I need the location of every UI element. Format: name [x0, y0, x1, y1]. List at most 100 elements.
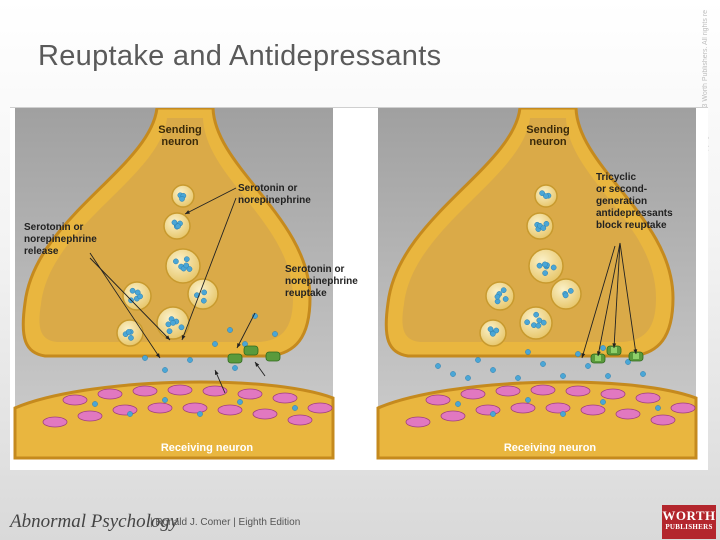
neurotransmitter-molecule [435, 363, 440, 368]
neurotransmitter-molecule [600, 345, 605, 350]
neurotransmitter-molecule [162, 397, 167, 402]
receptor-site [288, 415, 312, 425]
neurotransmitter-molecule [525, 349, 530, 354]
receptor-site [671, 403, 695, 413]
neurotransmitter-molecule [202, 290, 207, 295]
neurotransmitter-molecule [475, 357, 480, 362]
receptor-site [98, 389, 122, 399]
receptor-site [476, 405, 500, 415]
neurotransmitter-molecule [585, 363, 590, 368]
neurotransmitter-molecule [126, 329, 131, 334]
neurotransmitter-molecule [173, 259, 178, 264]
neurotransmitter-molecule [605, 373, 610, 378]
receptor-site [308, 403, 332, 413]
neurotransmitter-molecule [162, 367, 167, 372]
neurotransmitter-molecule [495, 294, 500, 299]
receptor-site [273, 393, 297, 403]
neurotransmitter-molecule [179, 196, 184, 201]
receptor-site [426, 395, 450, 405]
neurotransmitter-molecule [179, 325, 184, 330]
neurotransmitter-molecule [525, 397, 530, 402]
publisher-logo-top: WORTH [662, 509, 716, 522]
neurotransmitter-molecule [515, 375, 520, 380]
receptor-site [581, 405, 605, 415]
neurotransmitter-molecule [551, 265, 556, 270]
neurotransmitter-molecule [490, 411, 495, 416]
receiving-neuron-label: Receiving neuron [504, 442, 597, 454]
receptor-site [253, 409, 277, 419]
neurotransmitter-molecule [232, 365, 237, 370]
neurotransmitter-molecule [135, 290, 140, 295]
footer: Abnormal Psychology | Ronald J. Comer | … [0, 505, 720, 540]
neurotransmitter-molecule [542, 262, 547, 267]
receptor-site [441, 411, 465, 421]
receptor-site [531, 385, 555, 395]
neurotransmitter-molecule [560, 411, 565, 416]
receptor-site [218, 405, 242, 415]
neurotransmitter-molecule [212, 341, 217, 346]
receptor-site [461, 389, 485, 399]
neurotransmitter-molecule [540, 361, 545, 366]
receptor-site [43, 417, 67, 427]
publisher-logo-bottom: PUBLISHERS [662, 524, 716, 531]
receiving-neuron-label: Receiving neuron [161, 442, 254, 454]
neurotransmitter-molecule [187, 357, 192, 362]
neurotransmitter-molecule [541, 225, 546, 230]
neurotransmitter-molecule [543, 270, 548, 275]
neurotransmitter-molecule [543, 193, 548, 198]
neurotransmitter-molecule [130, 288, 135, 293]
neurotransmitter-molecule [525, 320, 530, 325]
neurotransmitter-molecule [455, 401, 460, 406]
neurotransmitter-molecule [536, 323, 541, 328]
neurotransmitter-molecule [201, 298, 206, 303]
neurotransmitter-molecule [534, 312, 539, 317]
receptor-site [78, 411, 102, 421]
neurotransmitter-molecule [227, 327, 232, 332]
receptor-site [566, 386, 590, 396]
neurotransmitter-molecule [92, 401, 97, 406]
neurotransmitter-molecule [495, 299, 500, 304]
receptor-site [148, 403, 172, 413]
neurotransmitter-molecule [488, 327, 493, 332]
neurotransmitter-molecule [575, 351, 580, 356]
neurotransmitter-molecule [184, 257, 189, 262]
neurotransmitter-molecule [600, 399, 605, 404]
reuptake-transporter [244, 346, 258, 355]
neurotransmitter-molecule [537, 263, 542, 268]
neurotransmitter-molecule [560, 373, 565, 378]
receptor-site [616, 409, 640, 419]
receptor-site [183, 403, 207, 413]
neurotransmitter-molecule [175, 224, 180, 229]
author-edition: | Ronald J. Comer | Eighth Edition [150, 517, 300, 528]
receptor-site [203, 386, 227, 396]
receptor-site [406, 417, 430, 427]
neurotransmitter-molecule [237, 399, 242, 404]
receptor-site [133, 386, 157, 396]
receptor-site [601, 389, 625, 399]
neurotransmitter-molecule [503, 296, 508, 301]
receptor-site [651, 415, 675, 425]
left-panel: SendingneuronSerotonin ornorepinephrineS… [15, 108, 358, 458]
neurotransmitter-molecule [537, 318, 542, 323]
neurotransmitter-molecule [568, 288, 573, 293]
neurotransmitter-molecule [127, 411, 132, 416]
neurotransmitter-molecule [490, 331, 495, 336]
receptor-site [511, 403, 535, 413]
receptor-site [168, 385, 192, 395]
neurotransmitter-molecule [655, 405, 660, 410]
neurotransmitter-molecule [490, 367, 495, 372]
neurotransmitter-molecule [167, 329, 172, 334]
neurotransmitter-molecule [640, 371, 645, 376]
receptor-site [496, 386, 520, 396]
receptor-site [113, 405, 137, 415]
receptor-site [63, 395, 87, 405]
receptor-site [636, 393, 660, 403]
reuptake-transporter [266, 352, 280, 361]
neurotransmitter-molecule [142, 355, 147, 360]
neurotransmitter-molecule [292, 405, 297, 410]
reuptake-transporter [228, 354, 242, 363]
neurotransmitter-molecule [272, 331, 277, 336]
